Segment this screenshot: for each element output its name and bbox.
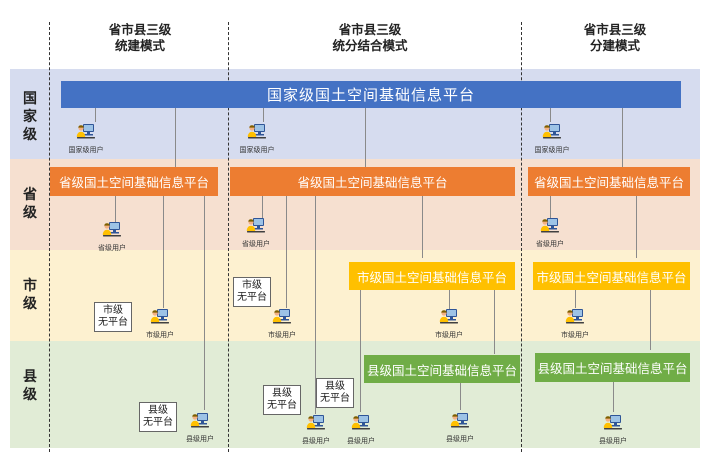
county-user: 县级用户 bbox=[337, 413, 385, 446]
connector-line bbox=[286, 196, 287, 308]
city-user: 市级用户 bbox=[136, 307, 184, 340]
connector-line bbox=[315, 196, 316, 414]
provincial-platform-bar-unified: 省级国土空间基础信息平台 bbox=[50, 167, 218, 196]
user-computer-icon bbox=[450, 411, 470, 429]
connector-line bbox=[204, 196, 205, 410]
level-label-city: 市级 bbox=[23, 278, 37, 312]
no-platform-box-city: 市级无平台 bbox=[94, 302, 132, 332]
county-platform-bar-separate: 县级国土空间基础信息平台 bbox=[535, 353, 690, 382]
connector-line bbox=[460, 382, 461, 410]
provincial-user: 省级用户 bbox=[232, 216, 280, 249]
connector-line bbox=[550, 196, 551, 218]
county-user: 县级用户 bbox=[292, 413, 340, 446]
connector-line bbox=[622, 108, 623, 168]
column-divider-3 bbox=[521, 22, 522, 452]
column-header-hybrid: 省市县三级统分结合模式 bbox=[332, 22, 408, 53]
no-platform-box-county: 县级无平台 bbox=[263, 385, 301, 415]
connector-line bbox=[575, 290, 576, 308]
connector-line bbox=[494, 290, 495, 354]
provincial-platform-bar-hybrid: 省级国土空间基础信息平台 bbox=[230, 167, 515, 196]
no-platform-box-city: 市级无平台 bbox=[233, 277, 271, 307]
column-divider-1 bbox=[49, 22, 50, 452]
connector-line bbox=[163, 196, 164, 308]
city-user: 市级用户 bbox=[258, 307, 306, 340]
connector-line bbox=[262, 196, 263, 218]
provincial-user: 省级用户 bbox=[88, 220, 136, 253]
user-computer-icon bbox=[542, 122, 562, 140]
user-computer-icon bbox=[540, 216, 560, 234]
user-computer-icon bbox=[150, 307, 170, 325]
connector-line bbox=[650, 290, 651, 350]
city-platform-bar-separate: 市级国土空间基础信息平台 bbox=[533, 262, 690, 290]
national-user: 国家级用户 bbox=[528, 122, 576, 155]
connector-line bbox=[263, 108, 264, 122]
user-computer-icon bbox=[102, 220, 122, 238]
user-computer-icon bbox=[565, 307, 585, 325]
connector-line bbox=[115, 196, 116, 222]
column-header-unified: 省市县三级统建模式 bbox=[108, 22, 172, 53]
national-platform-bar: 国家级国土空间基础信息平台 bbox=[61, 81, 681, 108]
county-user: 县级用户 bbox=[436, 411, 484, 444]
user-computer-icon bbox=[76, 122, 96, 140]
connector-line bbox=[360, 290, 361, 412]
provincial-user: 省级用户 bbox=[526, 216, 574, 249]
level-label-provincial: 省级 bbox=[23, 187, 37, 221]
column-divider-2 bbox=[228, 22, 229, 452]
column-header-separate: 省市县三级分建模式 bbox=[583, 22, 647, 53]
national-user: 国家级用户 bbox=[62, 122, 110, 155]
connector-line bbox=[422, 196, 423, 258]
county-platform-bar-hybrid: 县级国土空间基础信息平台 bbox=[364, 355, 520, 383]
city-platform-bar-hybrid: 市级国土空间基础信息平台 bbox=[349, 262, 515, 290]
user-computer-icon bbox=[306, 413, 326, 431]
connector-line bbox=[613, 382, 614, 412]
county-user: 县级用户 bbox=[589, 413, 637, 446]
no-platform-box-county: 县级无平台 bbox=[316, 378, 354, 408]
connector-line bbox=[449, 290, 450, 310]
level-label-county: 县级 bbox=[23, 369, 37, 403]
no-platform-box-county: 县级无平台 bbox=[139, 402, 177, 432]
user-computer-icon bbox=[246, 216, 266, 234]
level-label-national: 国家级 bbox=[23, 91, 37, 143]
user-computer-icon bbox=[190, 411, 210, 429]
user-computer-icon bbox=[439, 307, 459, 325]
user-computer-icon bbox=[603, 413, 623, 431]
national-user: 国家级用户 bbox=[233, 122, 281, 155]
user-computer-icon bbox=[247, 122, 267, 140]
provincial-platform-bar-separate: 省级国土空间基础信息平台 bbox=[528, 167, 690, 196]
user-computer-icon bbox=[351, 413, 371, 431]
connector-line bbox=[175, 108, 176, 178]
connector-line bbox=[636, 196, 637, 258]
city-user: 市级用户 bbox=[425, 307, 473, 340]
city-user: 市级用户 bbox=[551, 307, 599, 340]
connector-line bbox=[95, 108, 96, 122]
connector-line bbox=[365, 108, 366, 178]
user-computer-icon bbox=[272, 307, 292, 325]
connector-line bbox=[550, 108, 551, 122]
county-user: 县级用户 bbox=[176, 411, 224, 444]
